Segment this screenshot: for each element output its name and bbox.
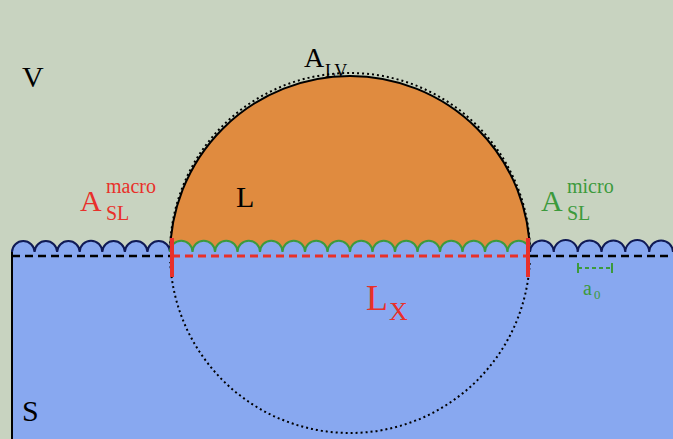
solid-region — [12, 240, 673, 439]
area-subscript: SL — [567, 203, 590, 223]
macro-baseline — [12, 255, 170, 258]
dotted-circle-lower — [170, 262, 530, 433]
length-symbol: L — [366, 280, 388, 316]
macro-baseline — [530, 255, 673, 258]
micro-surface — [12, 241, 170, 252]
micro-surface-wetted — [170, 241, 530, 252]
period-marker — [578, 267, 612, 269]
area-symbol: A — [541, 186, 563, 216]
area-symbol: A — [80, 186, 102, 216]
length-subscript: X — [389, 299, 408, 325]
period-subscript: 0 — [594, 288, 601, 301]
contact-length-tick — [526, 238, 530, 277]
area-symbol: A — [304, 44, 324, 72]
area-superscript: macro — [106, 176, 156, 196]
period-symbol: a — [583, 278, 592, 298]
period-tick — [611, 263, 613, 273]
contact-length-tick — [170, 238, 174, 277]
period-tick — [577, 263, 579, 273]
region-label: L — [236, 182, 254, 212]
solid-edge — [11, 252, 13, 439]
micro-surface — [530, 240, 673, 252]
region-label: S — [22, 396, 39, 426]
liquid-droplet — [170, 76, 530, 256]
area-subscript: LV — [325, 62, 347, 80]
contact-length-line — [172, 255, 528, 258]
area-superscript: micro — [567, 176, 614, 196]
area-subscript: SL — [106, 203, 129, 223]
region-label: V — [22, 62, 44, 92]
